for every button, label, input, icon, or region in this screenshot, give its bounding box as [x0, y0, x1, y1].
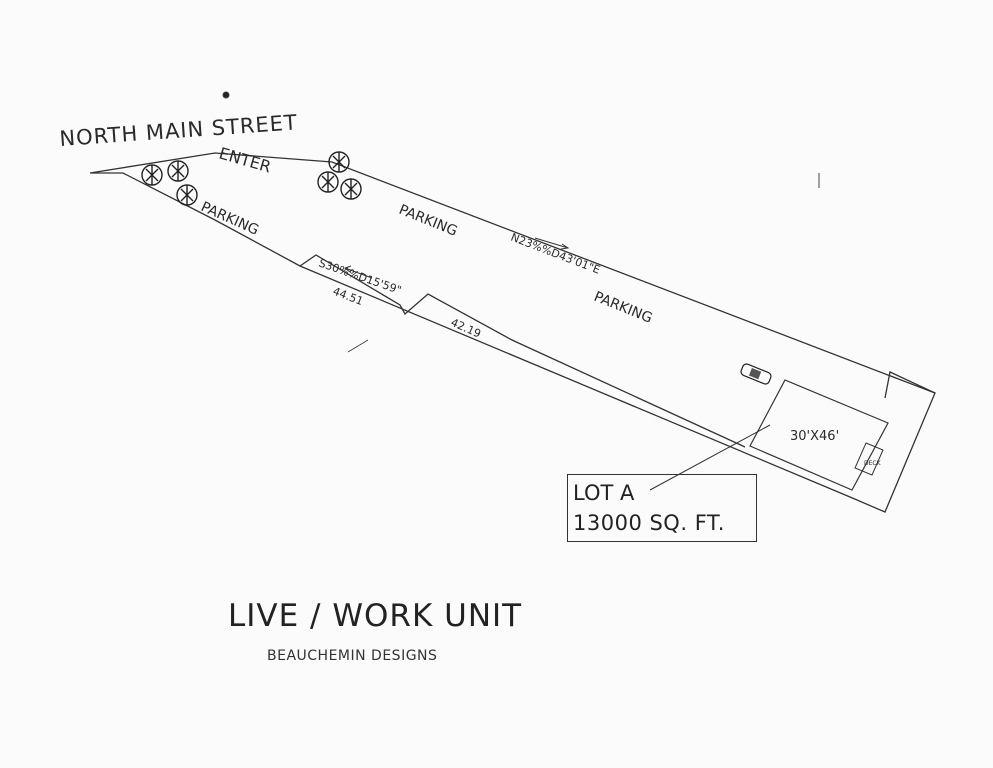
tree-icon [317, 171, 339, 193]
lot-outline [89, 152, 936, 513]
lot-name: LOT A [573, 481, 635, 505]
rear-notch [884, 371, 936, 399]
building-footprint: 30'X46' DECK [749, 379, 889, 491]
tree-icon [328, 151, 350, 173]
lot-leader-line [649, 424, 771, 491]
property-boundary [89, 152, 936, 513]
designer-name: BEAUCHEMIN DESIGNS [267, 648, 438, 664]
car-icon [740, 363, 772, 385]
benchmark-dot [222, 91, 230, 99]
lot-area: 13000 SQ. FT. [573, 511, 725, 535]
deck-label: DECK [864, 460, 882, 467]
distance-label-2: 42.19 [449, 316, 483, 341]
street-label: NORTH MAIN STREET [59, 110, 299, 151]
tree-icon [176, 184, 198, 206]
drawing-title: LIVE / WORK UNIT [228, 598, 523, 634]
tree-icon [340, 178, 362, 200]
bearing-arrows [343, 237, 570, 279]
survey-ticks [222, 91, 820, 353]
tree-icon [141, 164, 163, 186]
trees [141, 151, 362, 206]
enter-label: ENTER [217, 144, 273, 177]
parking-label-3: PARKING [592, 289, 655, 327]
building-size-label: 30'X46' [790, 429, 839, 444]
north-bearing-label: N23%%D43'01"E [509, 231, 602, 277]
parking-label-1: PARKING [198, 199, 261, 239]
distance-label-1: 44.51 [331, 285, 365, 308]
lot-info-box: LOT A 13000 SQ. FT. [567, 474, 757, 542]
south-jog-line [299, 254, 746, 448]
tree-icon [167, 160, 189, 182]
